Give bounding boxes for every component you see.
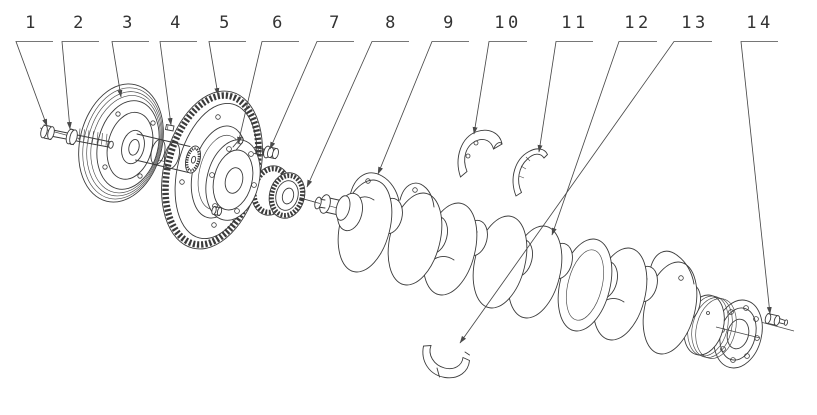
crankshaft [314, 172, 763, 369]
leader-line-9 [377, 41, 469, 175]
rear-plug [764, 313, 789, 326]
key [164, 123, 175, 132]
leader-line-4 [159, 41, 197, 126]
crankshaft-timing-gear [251, 165, 306, 219]
leader-line-1 [15, 41, 53, 127]
callout-label-3: 3 [122, 13, 136, 33]
leader-line-3 [111, 41, 149, 98]
callout-label-6: 6 [272, 13, 286, 33]
callout-label-9: 9 [443, 13, 457, 33]
upper-main-bearing-shell [457, 129, 503, 178]
callout-label-1: 1 [25, 13, 39, 33]
crank-web-boss [649, 250, 695, 285]
leader-line-2 [61, 41, 99, 130]
callout-label-5: 5 [219, 13, 233, 33]
pulley-hub-shaft [135, 133, 202, 174]
crankshaft-pulley [78, 83, 164, 203]
axis-centerline-segment [715, 326, 761, 339]
thrust-washer [512, 148, 549, 197]
leader-line-6 [237, 41, 299, 145]
leader-line-7 [269, 41, 354, 150]
leader-line-11 [537, 41, 593, 153]
callout-label-10: 10 [494, 13, 521, 33]
callout-label-14: 14 [746, 13, 773, 33]
callout-label-7: 7 [329, 13, 343, 33]
pulley-bolt [40, 124, 114, 149]
callout-label-11: 11 [561, 13, 588, 33]
leader-line-13 [459, 41, 712, 344]
leader-line-5 [208, 41, 246, 96]
callout-label-13: 13 [681, 13, 708, 33]
flange-lower-stud [211, 206, 223, 216]
callout-label-8: 8 [385, 13, 399, 33]
leader-line-12 [551, 41, 657, 236]
crank-web-boss [399, 182, 435, 208]
leader-line-10 [472, 41, 527, 135]
crank-web-boss [349, 172, 400, 202]
washer [65, 128, 78, 146]
callout-label-2: 2 [73, 13, 87, 33]
callout-label-12: 12 [624, 13, 651, 33]
lower-main-bearing-shell [422, 345, 470, 379]
adapter-flange [205, 136, 261, 221]
leader-line-8 [306, 41, 409, 188]
callout-label-4: 4 [170, 13, 184, 33]
leader-line-14 [740, 41, 778, 315]
